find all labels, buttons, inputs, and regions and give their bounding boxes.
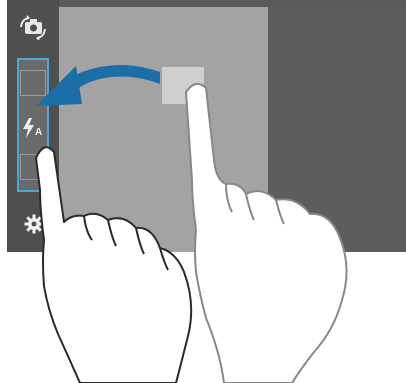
hand-left-icon: [36, 147, 191, 383]
hand-right-icon: [186, 84, 347, 383]
drag-arrow-icon: [36, 65, 160, 106]
